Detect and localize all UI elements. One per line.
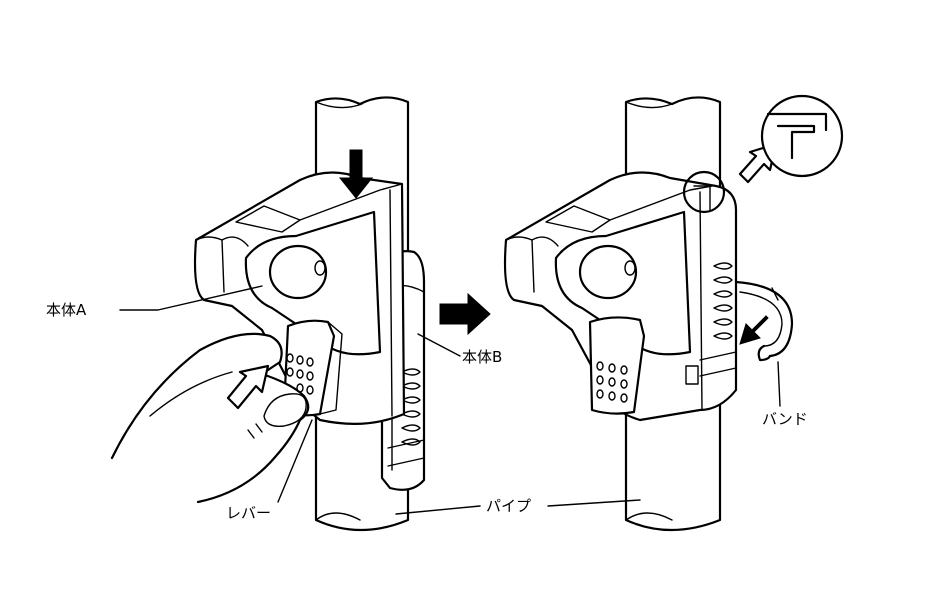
- push-arrow-icon: [226, 364, 270, 410]
- push-arrow-icon: [739, 315, 769, 345]
- lever-grip-dots: [286, 353, 314, 395]
- right-assembly: [503, 94, 844, 532]
- hand: [110, 332, 310, 504]
- label-body-a: 本体A: [46, 301, 87, 319]
- band: [734, 280, 794, 362]
- label-body-b: 本体B: [462, 348, 502, 366]
- detail-marker: [682, 170, 726, 214]
- label-band: バンド: [762, 410, 808, 428]
- arrow-right-icon: [439, 292, 491, 336]
- left-assembly: [110, 96, 426, 532]
- lever-right: [588, 316, 646, 415]
- ribs-right: [713, 262, 733, 340]
- label-lever: レバー: [226, 504, 271, 522]
- body-a-left: [193, 171, 406, 425]
- leader-lines: [119, 285, 781, 515]
- arrow-down-icon: [338, 149, 374, 199]
- label-pipe: パイプ: [486, 497, 531, 515]
- ribs-left: [401, 368, 421, 446]
- magnified-detail: [760, 94, 844, 178]
- body-right: [503, 171, 738, 422]
